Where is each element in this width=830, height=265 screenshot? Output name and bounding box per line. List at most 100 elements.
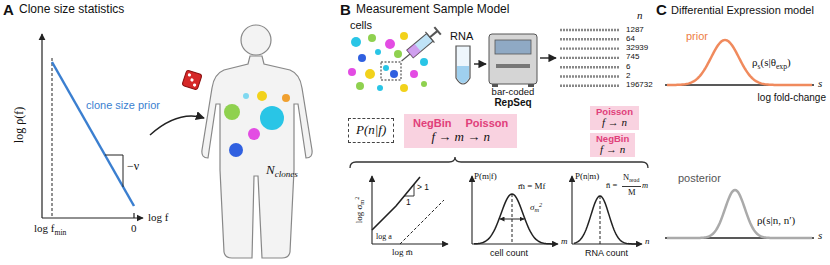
label: P(m|f) (474, 171, 497, 181)
test-tube (456, 46, 470, 84)
label: log ρ(f) (13, 107, 27, 143)
text-row: NegBin (596, 134, 629, 144)
label-text: clones (275, 169, 298, 179)
node-text: f → n (602, 117, 627, 129)
test-tube (456, 46, 470, 84)
text-row: f → m → n (413, 130, 508, 145)
sequence-read (560, 38, 620, 40)
label: Clone size statistics (19, 3, 124, 17)
label-text: cell count (490, 248, 528, 258)
sequencer (489, 34, 537, 87)
label-text: s (818, 229, 822, 241)
label: bar-coded (492, 87, 535, 98)
label: clone size prior (86, 99, 160, 112)
label-text: 196732 (626, 80, 653, 89)
cell-dot (365, 69, 375, 79)
label-text: σ (530, 202, 534, 212)
label-text: 1 (406, 197, 411, 207)
test-tube (457, 66, 469, 83)
label: m (642, 181, 648, 191)
clone-circle (224, 104, 240, 120)
cell-dot (400, 84, 408, 92)
syringe (425, 32, 434, 43)
label: 1 (406, 198, 411, 208)
node-text: NegBin (413, 117, 452, 130)
label-text: 745 (626, 52, 639, 61)
clone-circle (257, 91, 267, 101)
dice (190, 78, 194, 82)
sequencer (489, 34, 537, 84)
label: 1287 (626, 25, 644, 34)
dice (182, 70, 202, 90)
text-row: f → n (596, 144, 629, 156)
label-text: n̄ = (606, 180, 617, 190)
mean-line (600, 196, 601, 244)
label: s (818, 229, 822, 242)
label: Measurement Sample Model (356, 3, 509, 17)
label: n̄ = (606, 181, 617, 191)
plot-axes (471, 176, 472, 244)
plot-axes (52, 58, 53, 218)
model-box: P(n|f) (348, 118, 394, 143)
cell-dot (377, 85, 383, 91)
label: s (818, 77, 822, 90)
label: log fold-change (758, 92, 826, 104)
label: 64 (626, 34, 635, 43)
clone-circle (282, 94, 290, 102)
label: A (3, 1, 14, 18)
label-text: m (358, 200, 365, 205)
syringe (434, 27, 440, 35)
plot-axes (133, 213, 134, 218)
cell-dot (410, 70, 418, 78)
label: cell count (490, 248, 528, 258)
label: log a (376, 232, 392, 241)
label-text: RNA count (585, 248, 628, 258)
cell-dot (348, 32, 428, 92)
label-text: N (266, 162, 275, 177)
slope-triangle (105, 155, 123, 187)
label-text: n (637, 9, 643, 21)
cell-dot (358, 54, 366, 62)
clone-circle (248, 128, 260, 140)
label: 745 (626, 52, 639, 61)
prior-curve (667, 40, 812, 85)
sampling-arrow (150, 116, 204, 135)
label: σm2 (530, 202, 542, 212)
label-text: posterior (678, 172, 721, 184)
label: RNA (450, 30, 473, 43)
label-text: log fold-change (758, 92, 826, 103)
label: n (645, 236, 650, 246)
syringe (430, 31, 438, 37)
text-row: NegBin Poisson (413, 117, 508, 130)
distribution-curve (474, 40, 812, 244)
label-text: clone size prior (86, 99, 160, 111)
label: 6 (626, 62, 630, 71)
text-row: Poisson (596, 107, 633, 117)
plot-axes (571, 176, 572, 244)
node-text: f → m → n (431, 130, 490, 145)
cell-dot (400, 32, 408, 40)
label: m (561, 236, 568, 246)
dice (193, 83, 197, 87)
cell-dot (348, 68, 356, 76)
label-text: P(n|m) (575, 171, 599, 181)
label-text: m (534, 206, 539, 213)
label: log σm2 (354, 197, 364, 224)
label-text: prior (686, 30, 708, 42)
curly-brace (350, 157, 648, 168)
width-arrow (500, 219, 524, 220)
label-text: log σ (354, 205, 364, 224)
cell-dot (383, 65, 389, 71)
label: 0 (131, 222, 137, 235)
label: 32939 (626, 43, 648, 52)
sequence-read (560, 75, 620, 77)
label-text: A (3, 1, 14, 18)
label-text: 64 (626, 34, 635, 43)
label-text: s (758, 62, 761, 71)
label-text: Clone size statistics (19, 2, 124, 16)
dice (182, 70, 202, 90)
node-text: Poisson (466, 117, 509, 130)
human-body (202, 25, 312, 258)
label: RepSeq (494, 97, 531, 109)
node-text: f → n (600, 144, 625, 156)
